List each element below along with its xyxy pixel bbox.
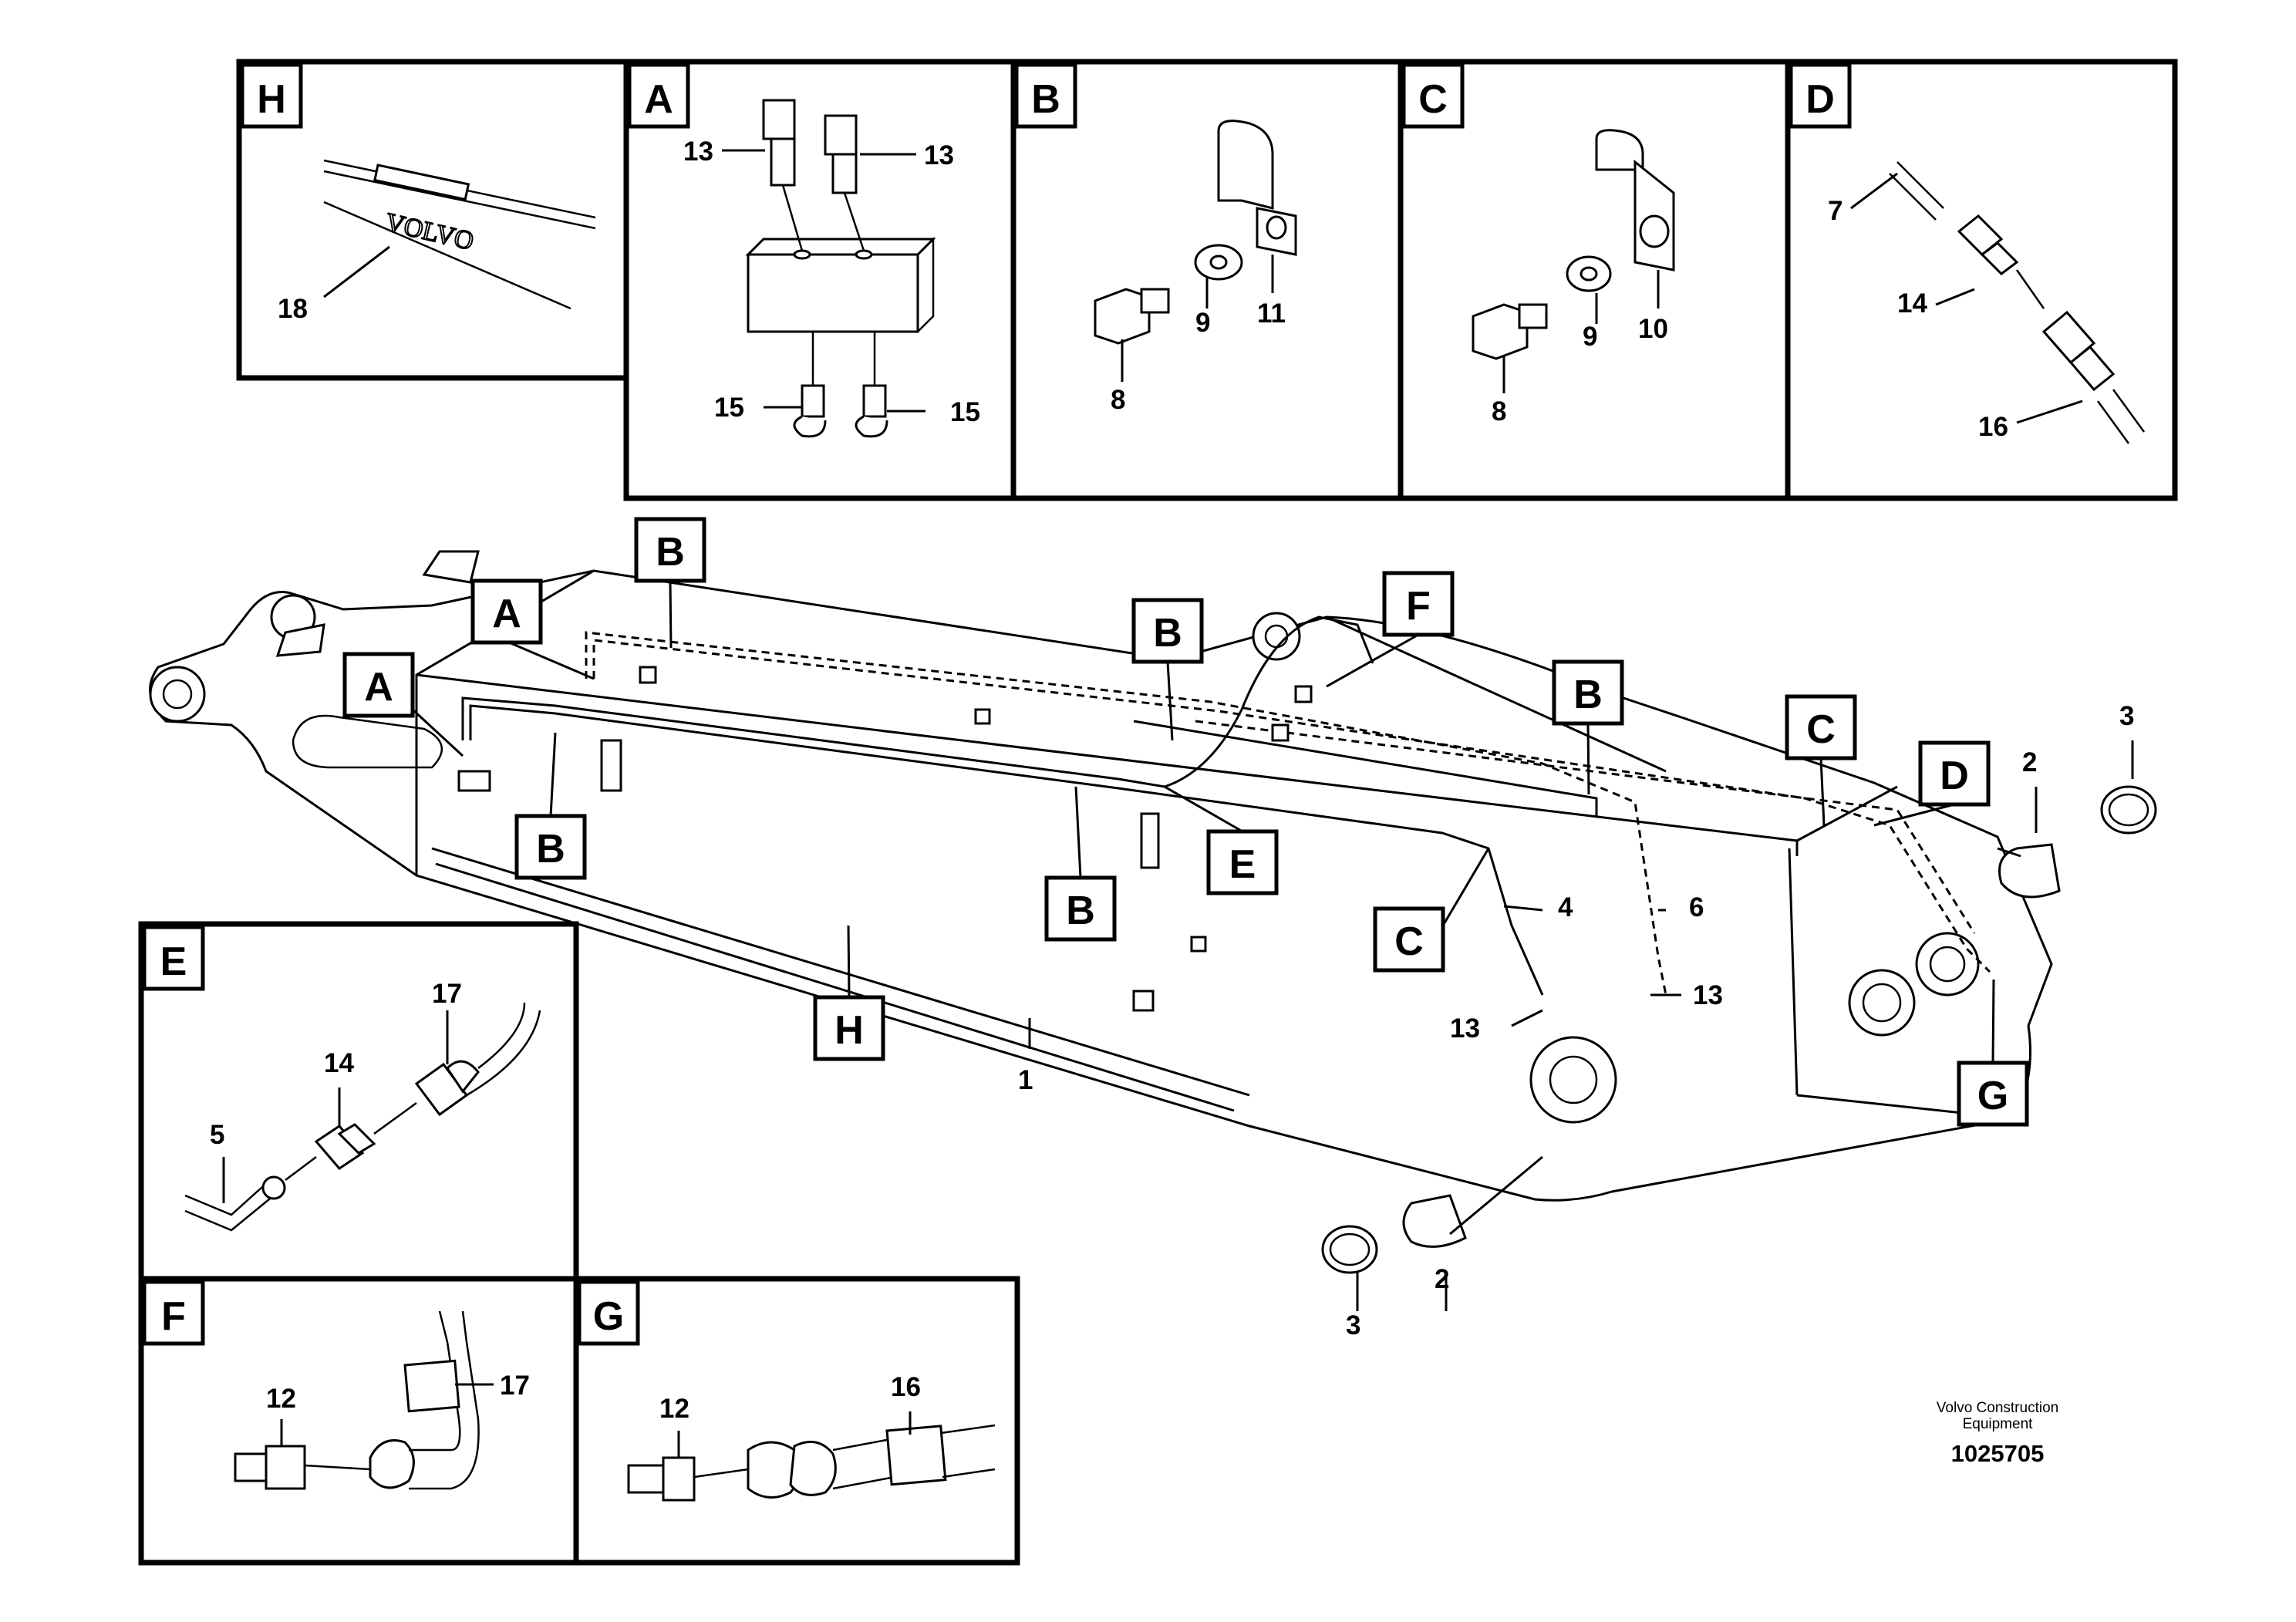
box-tag-g: G (577, 1280, 640, 1346)
svg-text:C: C (1806, 707, 1836, 752)
callout-a-1: A (342, 652, 415, 718)
detail-box-h: H VOLVO 18 (236, 59, 629, 381)
svg-text:B: B (1573, 673, 1603, 717)
svg-text:12: 12 (266, 1384, 296, 1414)
svg-text:B: B (1066, 889, 1095, 933)
svg-text:G: G (1977, 1074, 2008, 1118)
svg-text:C: C (1418, 77, 1448, 122)
box-tag-e: E (142, 925, 205, 991)
svg-text:9: 9 (1195, 308, 1210, 338)
svg-text:17: 17 (432, 979, 462, 1009)
svg-text:4: 4 (1558, 892, 1573, 922)
box-tag-c: C (1401, 62, 1465, 129)
detail-box-d: D 7 14 16 (1785, 59, 2178, 501)
callout-c-1: C (1373, 906, 1445, 973)
svg-text:13: 13 (683, 137, 713, 167)
svg-text:1: 1 (1018, 1065, 1033, 1095)
box-tag-a: A (627, 62, 690, 129)
drawing-number: 1025705 (1950, 1440, 2045, 1467)
detail-box-f: F 12 17 (138, 1276, 579, 1566)
svg-text:15: 15 (950, 397, 980, 427)
callout-b-1: B (634, 517, 706, 583)
svg-text:C: C (1394, 919, 1424, 964)
svg-text:5: 5 (210, 1120, 224, 1150)
svg-text:18: 18 (278, 294, 308, 324)
box-tag-h: H (240, 62, 303, 129)
svg-text:E: E (160, 939, 187, 984)
svg-text:A: A (364, 665, 393, 710)
svg-text:13: 13 (1693, 980, 1723, 1010)
svg-text:17: 17 (500, 1371, 530, 1401)
callout-h-1: H (813, 995, 885, 1061)
svg-text:F: F (1406, 584, 1431, 629)
svg-text:12: 12 (659, 1394, 689, 1424)
detail-box-a: A 13 13 15 15 (623, 59, 1017, 501)
callout-b-3: B (1131, 598, 1204, 664)
svg-text:2: 2 (1435, 1264, 1449, 1294)
detail-box-e: E 5 14 17 (138, 921, 579, 1282)
svg-text:F: F (161, 1294, 186, 1339)
svg-text:H: H (834, 1008, 864, 1053)
detail-box-c: C 8 9 10 (1397, 59, 1791, 501)
footer-block: Volvo Construction Equipment 1025705 (1882, 1400, 2113, 1468)
callout-e-1: E (1206, 829, 1279, 895)
svg-text:9: 9 (1583, 322, 1597, 352)
callout-b-4: B (1044, 875, 1117, 942)
callout-b-2: B (514, 814, 587, 880)
svg-text:B: B (1153, 611, 1182, 656)
callout-d-1: D (1918, 740, 1991, 807)
svg-text:16: 16 (891, 1372, 921, 1402)
svg-text:11: 11 (1257, 298, 1286, 329)
manufacturer-sub: Equipment (1962, 1416, 2033, 1432)
svg-text:G: G (593, 1294, 624, 1339)
detail-box-g: G 12 16 (573, 1276, 1020, 1566)
callout-f-1: F (1382, 571, 1455, 637)
box-tag-b: B (1014, 62, 1077, 129)
svg-text:10: 10 (1638, 314, 1668, 344)
svg-text:2: 2 (2022, 747, 2037, 777)
svg-text:A: A (492, 592, 521, 636)
detail-box-b: B 8 9 11 (1010, 59, 1404, 501)
svg-text:B: B (1031, 77, 1060, 122)
boom-assembly: 1 2 2 3 3 4 6 13 13 A A B B B B B C (149, 517, 2157, 1340)
svg-text:3: 3 (2119, 701, 2134, 731)
svg-text:6: 6 (1689, 892, 1704, 922)
box-tag-d: D (1789, 62, 1852, 129)
svg-text:D: D (1940, 754, 1969, 798)
svg-text:E: E (1229, 842, 1256, 887)
svg-text:16: 16 (1978, 412, 2008, 442)
svg-text:14: 14 (1897, 288, 1927, 319)
callout-a-2: A (470, 578, 543, 645)
svg-text:7: 7 (1828, 196, 1843, 226)
callout-b-5: B (1552, 659, 1624, 726)
svg-text:B: B (656, 530, 685, 575)
svg-text:H: H (257, 77, 286, 122)
svg-text:B: B (536, 827, 565, 872)
svg-text:14: 14 (324, 1048, 354, 1078)
svg-text:8: 8 (1111, 385, 1125, 415)
manufacturer-name: Volvo Construction (1936, 1400, 2059, 1416)
svg-text:D: D (1805, 77, 1835, 122)
svg-text:15: 15 (714, 393, 744, 423)
svg-text:3: 3 (1346, 1310, 1360, 1340)
box-tag-f: F (142, 1280, 205, 1346)
svg-text:13: 13 (924, 140, 954, 170)
callout-c-2: C (1785, 694, 1857, 760)
callout-g-1: G (1957, 1061, 2029, 1127)
svg-text:8: 8 (1492, 396, 1506, 427)
volvo-logo: VOLVO (383, 208, 476, 256)
svg-text:A: A (644, 77, 673, 122)
svg-text:13: 13 (1450, 1013, 1480, 1044)
